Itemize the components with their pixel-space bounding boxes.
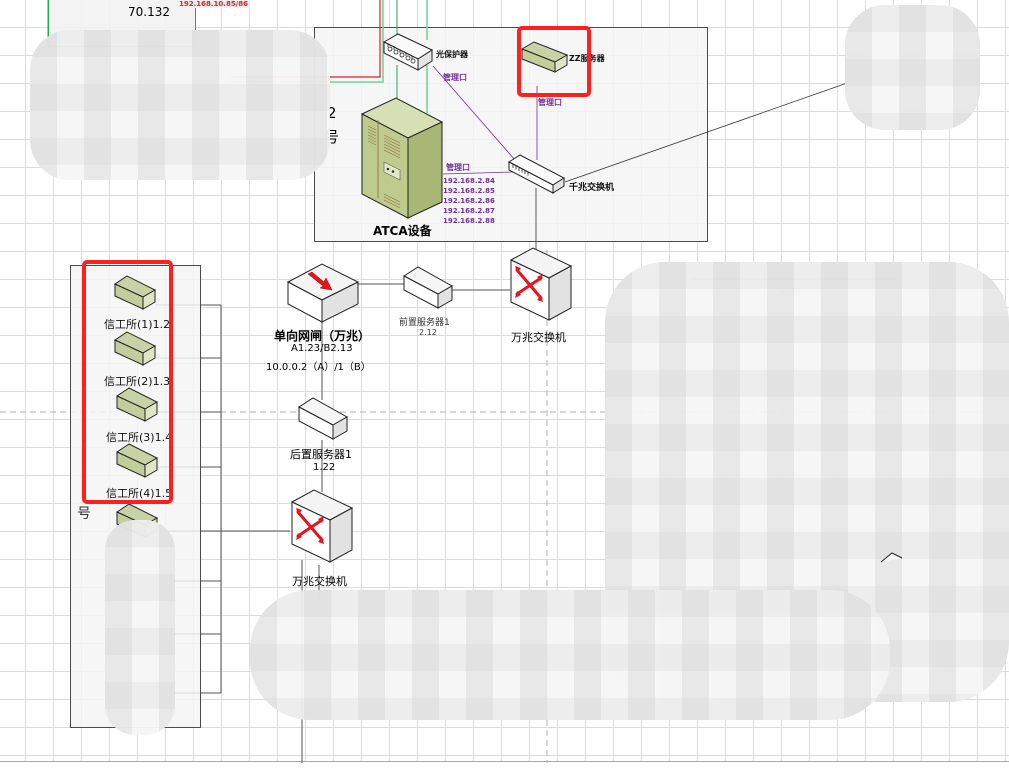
zz-server-mgmt-label: 管理口	[538, 98, 562, 107]
one-way-gateway-icon[interactable]	[286, 262, 360, 324]
atca-mgmt-label: 管理口	[446, 163, 470, 172]
atca-ip: 192.168.2.87	[443, 207, 495, 215]
zz-server-label: ZZ服务器	[569, 54, 605, 63]
rear-server-ip: 1.22	[313, 462, 336, 473]
xin-gong-suo-3-label: 信工所(3)1.4	[106, 431, 173, 444]
redacted-region-left-column	[105, 520, 175, 735]
xin-gong-suo-4-label: 信工所(4)1.5	[106, 487, 173, 500]
redacted-region-top-left	[30, 30, 330, 180]
atca-ip: 192.168.2.88	[443, 217, 495, 225]
gigabit-to-remote-link	[564, 81, 851, 183]
front-server-ip: 2.12	[419, 328, 437, 337]
xin-gong-suo-4-icon[interactable]	[115, 443, 159, 479]
gigabit-switch-icon[interactable]	[508, 152, 566, 194]
partial-device-icon	[880, 552, 903, 563]
xin-gong-suo-1-label: 信工所(1)1.2	[104, 318, 171, 331]
atca-device-label: ATCA设备	[373, 224, 432, 238]
one-way-gateway-label: 单向网闸（万兆）	[274, 329, 371, 343]
gigabit-switch-label: 千兆交换机	[569, 183, 615, 193]
atca-ip: 192.168.2.85	[443, 187, 495, 195]
ten-gig-switch-top-label: 万兆交换机	[511, 331, 566, 344]
xin-gong-suo-2-icon[interactable]	[113, 331, 157, 367]
left-group-label-suffix: 号	[77, 506, 91, 522]
highlight-zz-server	[517, 26, 591, 97]
top-left-ip-label: 192.168.10.85/86	[177, 0, 250, 8]
redacted-region-top-right	[845, 5, 980, 130]
front-server-label: 前置服务器1	[399, 318, 450, 328]
one-way-gateway-ip: 10.0.0.2（A）/1（B）	[266, 362, 371, 373]
rear-server-icon[interactable]	[297, 395, 349, 441]
optical-protector-label: 光保护器	[436, 50, 468, 59]
atca-ip-list: 192.168.2.84 192.168.2.85 192.168.2.86 1…	[443, 176, 495, 226]
highlight-xin-gong-suo-group	[82, 260, 173, 504]
optical-protector-icon[interactable]	[382, 32, 434, 72]
optical-protector-mgmt-label: 管理口	[443, 73, 467, 82]
one-way-gateway-ab-addr: A1.23/B2.13	[291, 343, 353, 354]
mgmt-link-optical	[432, 65, 516, 161]
atca-ip: 192.168.2.86	[443, 197, 495, 205]
ten-gig-switch-top-icon[interactable]	[509, 246, 573, 322]
ten-gig-switch-bottom-icon[interactable]	[290, 488, 354, 564]
group-2-label-number: 2	[327, 104, 337, 122]
mgmt-link-atca	[442, 171, 514, 175]
xin-gong-suo-1-icon[interactable]	[113, 275, 157, 311]
front-server-icon[interactable]	[402, 264, 454, 310]
redacted-region-bottom-middle	[250, 590, 890, 720]
zz-server-icon[interactable]	[520, 41, 569, 73]
xin-gong-suo-2-label: 信工所(2)1.3	[104, 375, 171, 388]
atca-device-icon[interactable]	[360, 97, 446, 220]
canvas-bottom-edge	[0, 761, 1009, 778]
atca-ip: 192.168.2.84	[443, 177, 495, 185]
ten-gig-switch-bottom-label: 万兆交换机	[292, 575, 347, 588]
rear-server-label: 后置服务器1	[290, 448, 352, 461]
top-left-box-value: 70.132	[128, 5, 170, 19]
xin-gong-suo-3-icon[interactable]	[115, 387, 159, 423]
